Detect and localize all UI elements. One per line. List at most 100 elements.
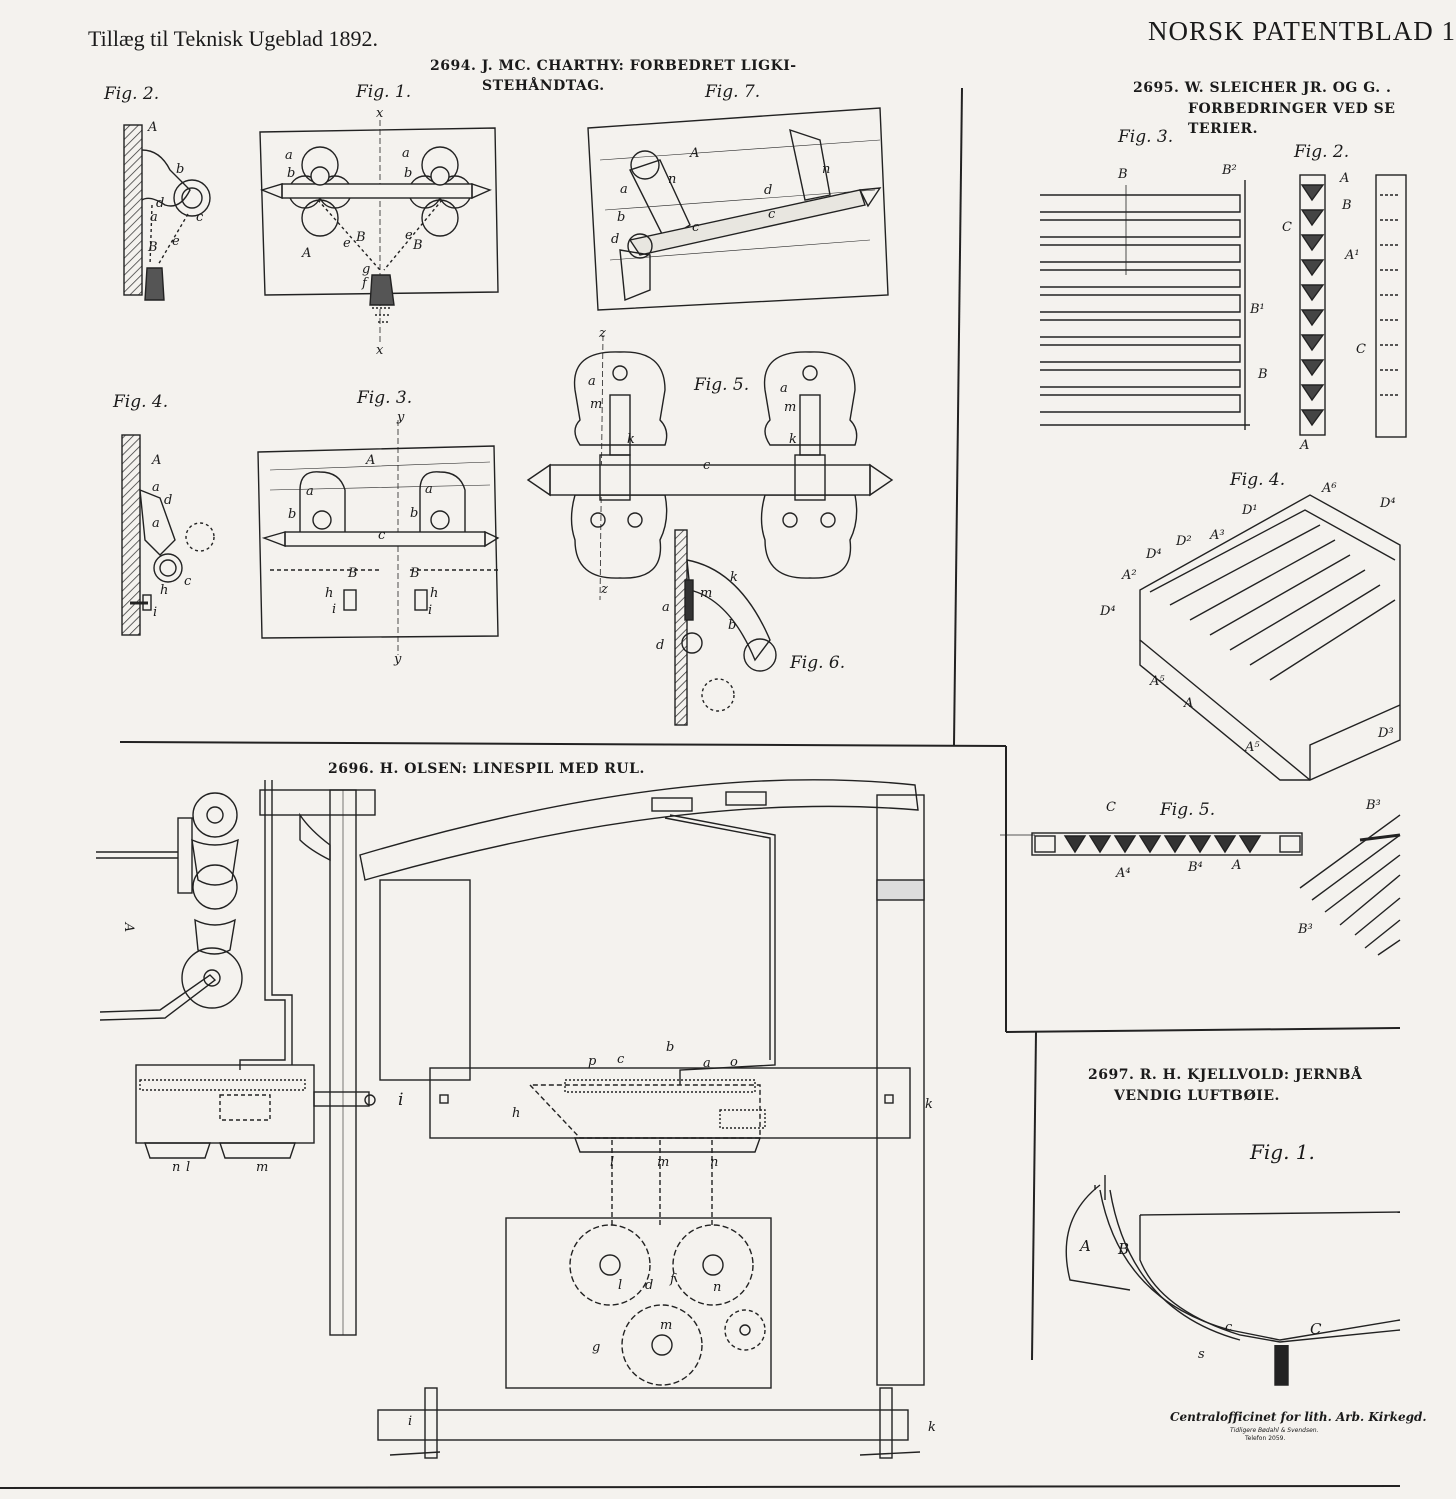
part-label: B	[1118, 167, 1128, 182]
part-label: h	[512, 1106, 521, 1121]
part-label: x	[376, 343, 384, 358]
part-label: z	[599, 326, 606, 341]
fig7-perspective	[587, 107, 889, 311]
part-label: a	[662, 600, 670, 615]
part-label: b	[666, 1040, 675, 1055]
fig-caption: Fig. 3.	[1118, 127, 1174, 147]
part-label: c	[196, 210, 204, 225]
part-label: A	[1300, 438, 1310, 453]
sleicher-fig3-grid	[1040, 180, 1250, 430]
part-label: B	[148, 240, 158, 255]
fig3-section	[257, 420, 500, 655]
part-label: d	[645, 1278, 654, 1293]
part-label: a	[285, 148, 293, 163]
part-label: n	[668, 172, 677, 187]
part-label: B³	[1298, 922, 1313, 937]
part-label: n	[713, 1280, 722, 1295]
sleicher-bars	[1299, 814, 1401, 956]
part-label: a	[152, 516, 160, 531]
part-label: m	[660, 1318, 673, 1333]
part-label: m	[657, 1155, 670, 1170]
part-label: b	[410, 506, 419, 521]
fig1-front-view	[259, 120, 499, 345]
patent-2694-title-cont: STEHÅNDTAG.	[482, 78, 605, 94]
fig-caption: Fig. 2.	[1294, 142, 1350, 162]
part-label: y	[397, 410, 405, 425]
part-label: B	[1118, 1240, 1130, 1258]
part-label: D⁴	[1146, 547, 1162, 562]
patent-2694-title: 2694. J. MC. CHARTHY: FORBEDRET LIGKI-	[430, 58, 797, 74]
fig-caption: Fig. 4.	[113, 392, 169, 412]
fig6-side-view	[674, 529, 777, 726]
part-label: y	[394, 652, 402, 667]
part-label: D¹	[1242, 503, 1258, 518]
part-label: h	[430, 586, 439, 601]
fig-caption: Fig. 1.	[356, 82, 412, 102]
part-label: d	[611, 232, 620, 247]
part-label: a	[402, 146, 410, 161]
part-label: b	[176, 162, 185, 177]
part-label: i	[153, 605, 158, 620]
part-label: B	[1342, 198, 1352, 213]
part-label: a	[588, 374, 596, 389]
part-label: a	[150, 210, 158, 225]
part-label: A	[690, 146, 700, 161]
printer-credit-phone: Telefon 2059.	[1245, 1435, 1286, 1442]
fig-caption: Fig. 5.	[694, 375, 750, 395]
part-label: B	[410, 566, 420, 581]
part-label: e	[343, 236, 351, 251]
part-label: n	[172, 1160, 181, 1175]
part-label: i	[408, 1414, 413, 1429]
part-label: k	[928, 1420, 936, 1435]
part-label: c	[768, 207, 776, 222]
part-label: A	[1232, 858, 1242, 873]
part-label: o	[730, 1055, 738, 1070]
part-label: m	[700, 586, 713, 601]
part-label: g	[592, 1340, 601, 1355]
part-label: c	[617, 1052, 625, 1067]
part-label: f	[362, 276, 367, 291]
part-label: A	[1080, 1237, 1091, 1255]
part-label: B	[348, 566, 358, 581]
kjellvold-buoy	[1065, 1175, 1401, 1386]
patent-2695-title-cont: FORBEDRINGER VED SE	[1188, 101, 1396, 117]
patent-2696-title: 2696. H. OLSEN: LINESPIL MED RUL.	[328, 761, 645, 777]
part-label: l	[186, 1160, 191, 1175]
supplement-header: Tillæg til Teknisk Ugeblad 1892.	[88, 26, 378, 51]
part-label: a	[306, 484, 314, 499]
part-label: n	[710, 1155, 719, 1170]
part-label: i	[332, 602, 337, 617]
printer-credit: Centralofficinet for lith. Arb. Kirkegd.	[1170, 1410, 1427, 1424]
printer-credit-former: Tidligere Bødahl & Svendsen.	[1230, 1427, 1319, 1434]
part-label: B¹	[1250, 302, 1265, 317]
fig-caption: Fig. 3.	[357, 388, 413, 408]
journal-title: NORSK PATENTBLAD 1	[1148, 16, 1456, 46]
part-label: B²	[1222, 163, 1237, 178]
part-label: k	[730, 570, 738, 585]
fig-caption: Fig. 7.	[705, 82, 761, 102]
part-label: d	[656, 638, 665, 653]
part-label: D⁴	[1100, 604, 1116, 619]
part-label: B³	[1366, 798, 1381, 813]
part-label: l	[610, 1155, 615, 1170]
part-label: A	[1184, 696, 1194, 711]
part-label: A	[148, 120, 158, 135]
fig-caption: Fig. 1.	[1250, 1140, 1315, 1164]
part-label: b	[288, 507, 297, 522]
part-label: c	[1225, 1320, 1233, 1335]
part-label: m	[590, 397, 603, 412]
part-label: c	[703, 458, 711, 473]
part-label: x	[376, 106, 384, 121]
part-label: A³	[1210, 528, 1225, 543]
part-label: e	[172, 234, 180, 249]
fig-caption: Fig. 4.	[1230, 470, 1286, 490]
part-label: A²	[1122, 568, 1137, 583]
part-label: c	[378, 528, 386, 543]
part-label: C	[1356, 342, 1366, 357]
patent-2697-title-cont: VENDIG LUFTBØIE.	[1114, 1088, 1280, 1104]
part-label: k	[627, 432, 635, 447]
part-label: D³	[1378, 726, 1394, 741]
patent-2697-title: 2697. R. H. KJELLVOLD: JERNBÅ	[1088, 1067, 1363, 1083]
part-label: k	[789, 432, 797, 447]
part-label: i	[428, 603, 433, 618]
